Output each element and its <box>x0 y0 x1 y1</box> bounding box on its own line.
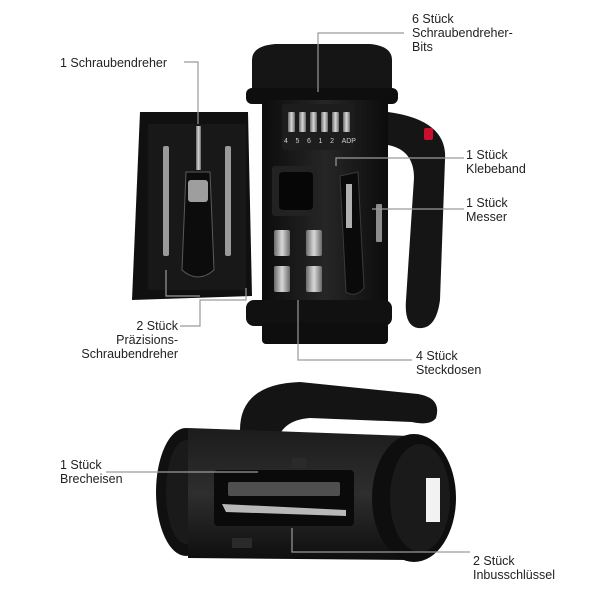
label-screwdriver: 1 Schraubendreher <box>60 56 168 70</box>
flashlight-head <box>252 44 392 98</box>
precision-screwdriver-left <box>163 146 169 256</box>
bit-mark: 2 <box>330 138 334 145</box>
bit-mark: 5 <box>295 138 300 145</box>
label-sockets: 4 Stück Steckdosen <box>416 349 482 377</box>
lying-flashlight <box>156 382 456 562</box>
lying-handle <box>240 382 438 446</box>
crowbar <box>228 482 340 496</box>
rear-label-sticker <box>426 478 440 522</box>
main-screwdriver-shaft <box>196 126 201 170</box>
sockets <box>274 230 322 292</box>
flashlight-base <box>246 300 392 326</box>
bits <box>288 112 350 132</box>
label-precision: 2 Stück Präzisions- Schraubendreher <box>81 319 178 361</box>
upright-flashlight <box>132 44 446 344</box>
bit-markings: 4 5 6 1 2 ADP <box>284 138 356 145</box>
precision-screwdriver-right <box>225 146 231 256</box>
label-tape: 1 Stück Klebeband <box>466 148 526 176</box>
label-knife: 1 Stück Messer <box>466 196 508 224</box>
red-switch <box>424 128 433 140</box>
label-bits: 6 Stück Schraubendreher- Bits <box>412 12 513 54</box>
bit-mark: 6 <box>307 138 311 145</box>
bit-mark: 4 <box>284 138 288 145</box>
tape-roll <box>279 172 313 210</box>
label-crowbar: 1 Stück Brecheisen <box>60 458 123 486</box>
callout-lines <box>106 32 470 553</box>
bit-mark: 1 <box>318 138 323 145</box>
hex-keys <box>222 504 346 516</box>
tool-compartment <box>214 470 354 526</box>
bit-mark: ADP <box>341 138 356 145</box>
label-hex: 2 Stück Inbusschlüssel <box>473 554 555 582</box>
flashlight-handle <box>388 112 446 329</box>
